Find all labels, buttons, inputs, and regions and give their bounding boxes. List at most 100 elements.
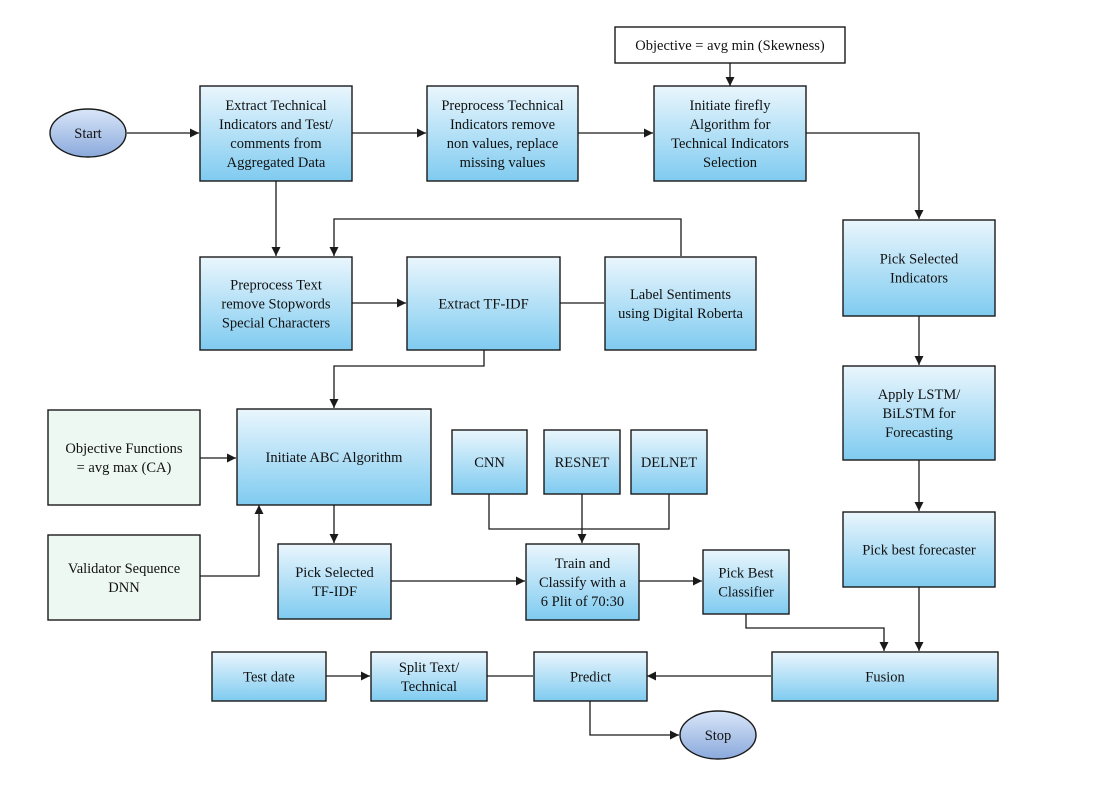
pick-tfidf-label-line: Pick Selected bbox=[295, 565, 374, 581]
delnet-label: DELNET bbox=[641, 455, 698, 471]
pick-tfidf-box bbox=[277, 543, 392, 620]
node-cnn: CNN bbox=[451, 429, 528, 495]
edge-tfidf-to-abc bbox=[329, 350, 485, 408]
preprocess-indicators-label-line: missing values bbox=[460, 155, 546, 171]
edge-models-to-train bbox=[488, 494, 670, 543]
edge-validator-to-abc bbox=[200, 505, 264, 577]
node-initiate-abc: Initiate ABC Algorithm bbox=[236, 408, 432, 506]
label-sentiments-box bbox=[604, 256, 757, 351]
preprocess-indicators-label-line: Indicators remove bbox=[450, 117, 555, 133]
delnet-box bbox=[630, 429, 708, 495]
cnn-label: CNN bbox=[474, 455, 505, 471]
node-delnet: DELNET bbox=[630, 429, 708, 495]
objective-functions-label: Objective Functions = avg max (CA) bbox=[65, 441, 183, 476]
test-date-label: Test date bbox=[243, 670, 295, 686]
stop-shape bbox=[679, 710, 757, 760]
cnn-box bbox=[451, 429, 528, 495]
fusion-label-line: Fusion bbox=[865, 670, 905, 686]
train-classify-box bbox=[525, 543, 640, 621]
node-predict: Predict bbox=[533, 651, 648, 702]
extract-tfidf-label: Extract TF-IDF bbox=[438, 297, 528, 313]
extract-indicators-label-line: Extract Technical bbox=[225, 98, 326, 114]
edge-classifier-to-fusion bbox=[745, 614, 889, 651]
initiate-abc-label: Initiate ABC Algorithm bbox=[266, 450, 404, 466]
node-start: Start bbox=[49, 108, 127, 158]
stop-label: Stop bbox=[705, 728, 732, 744]
node-split: Split Text/Technical bbox=[370, 651, 488, 702]
apply-lstm-label-line: BiLSTM for bbox=[883, 406, 956, 422]
flowchart-nodes: Start Objective = avg min (Skewness) Extra… bbox=[47, 26, 999, 760]
split-label-line: Split Text/ bbox=[399, 660, 460, 676]
start-shape bbox=[49, 108, 127, 158]
pick-indicators-box bbox=[842, 219, 996, 317]
preprocess-indicators-box bbox=[426, 85, 579, 182]
extract-indicators-label-line: Aggregated Data bbox=[227, 155, 326, 171]
pick-classifier-label-line: Pick Best bbox=[718, 566, 773, 582]
predict-label-line: Predict bbox=[570, 670, 611, 686]
apply-lstm-label-line: Forecasting bbox=[885, 425, 953, 441]
edge-label-to-preprocess-text bbox=[329, 218, 682, 256]
validator-label-line: DNN bbox=[108, 580, 140, 596]
node-extract-tfidf: Extract TF-IDF bbox=[406, 256, 561, 351]
initiate-firefly-label-line: Technical Indicators bbox=[671, 136, 789, 152]
split-label: Split Text/Technical bbox=[399, 660, 460, 695]
initiate-abc-label-line: Initiate ABC Algorithm bbox=[266, 450, 404, 466]
objective-functions-box bbox=[47, 409, 201, 506]
pick-forecaster-label: Pick best forecaster bbox=[862, 543, 976, 559]
node-stop: Stop bbox=[679, 710, 757, 760]
connectors bbox=[127, 63, 924, 740]
pick-indicators-label-line: Indicators bbox=[890, 271, 948, 287]
preprocess-text-label-line: Special Characters bbox=[222, 316, 331, 332]
node-pick-forecaster: Pick best forecaster bbox=[842, 511, 996, 588]
delnet-label-line: DELNET bbox=[641, 455, 698, 471]
extract-indicators-label-line: comments from bbox=[230, 136, 322, 152]
initiate-abc-box bbox=[236, 408, 432, 506]
preprocess-text-box bbox=[199, 256, 353, 351]
resnet-label: RESNET bbox=[555, 455, 610, 471]
node-objective-skew: Objective = avg min (Skewness) bbox=[614, 26, 846, 64]
edge-firefly-to-pick-indicators bbox=[806, 132, 924, 219]
fusion-label: Fusion bbox=[865, 670, 905, 686]
objective-functions-label-line: = avg max (CA) bbox=[77, 460, 172, 476]
pick-tfidf-label-line: TF-IDF bbox=[312, 584, 357, 600]
preprocess-text-label-line: remove Stopwords bbox=[221, 297, 330, 313]
pick-classifier-box bbox=[702, 549, 790, 615]
cnn-label-line: CNN bbox=[474, 455, 505, 471]
apply-lstm-box bbox=[842, 365, 996, 461]
start-label: Start bbox=[74, 126, 101, 142]
preprocess-indicators-label-line: non values, replace bbox=[447, 136, 559, 152]
train-classify-label-line: Train and bbox=[555, 556, 611, 572]
objective-functions-label-line: Objective Functions bbox=[65, 441, 183, 457]
extract-indicators-box bbox=[199, 85, 353, 182]
resnet-box bbox=[543, 429, 621, 495]
extract-tfidf-label-line: Extract TF-IDF bbox=[438, 297, 528, 313]
node-objective-functions: Objective Functions = avg max (CA) bbox=[47, 409, 201, 506]
node-test-date: Test date bbox=[211, 651, 327, 702]
extract-indicators-label-line: Indicators and Test/ bbox=[219, 117, 334, 133]
preprocess-text-label-line: Preprocess Text bbox=[230, 278, 322, 294]
objective-skew-label-line: Objective = avg min (Skewness) bbox=[635, 38, 825, 54]
split-box bbox=[370, 651, 488, 702]
initiate-firefly-label-line: Initiate firefly bbox=[690, 98, 772, 114]
pick-forecaster-box bbox=[842, 511, 996, 588]
initiate-firefly-label-line: Algorithm for bbox=[690, 117, 771, 133]
test-date-box bbox=[211, 651, 327, 702]
label-sentiments-label-line: Label Sentiments bbox=[630, 287, 731, 303]
